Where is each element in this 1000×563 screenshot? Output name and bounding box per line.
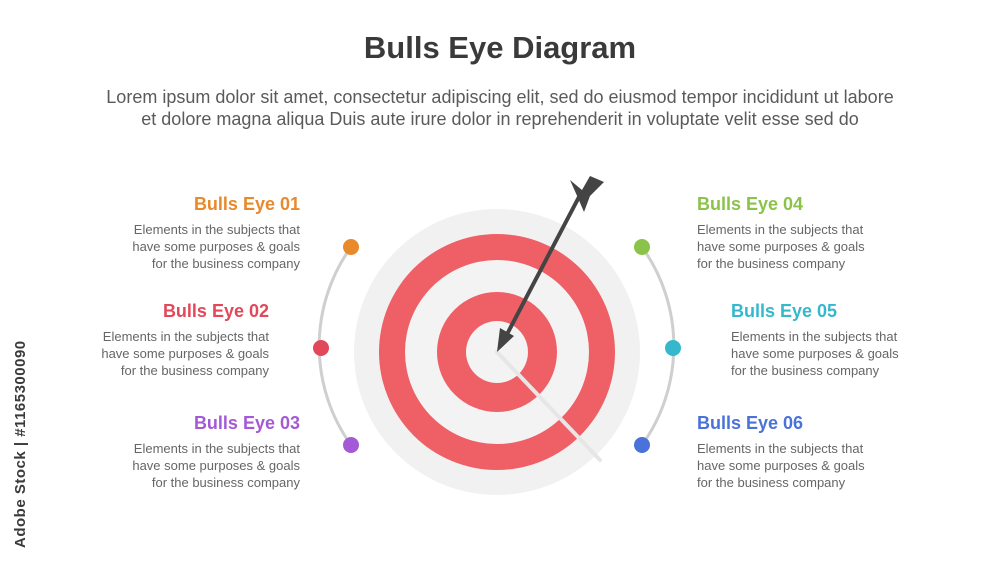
- desc-line: Elements in the subjects that: [133, 441, 300, 456]
- desc-line: for the business company: [151, 256, 300, 271]
- item-description: Elements in the subjects that have some …: [697, 440, 937, 491]
- desc-line: for the business company: [731, 363, 880, 378]
- item-description: Elements in the subjects that have some …: [697, 221, 937, 272]
- arrow-trail: [495, 350, 602, 462]
- arrow-head: [497, 328, 514, 352]
- item-description: Elements in the subjects that have some …: [60, 440, 300, 491]
- desc-line: for the business company: [120, 363, 269, 378]
- desc-line: for the business company: [697, 475, 846, 490]
- item-description: Elements in the subjects that have some …: [731, 328, 971, 379]
- item-heading: Bulls Eye 03: [193, 413, 300, 433]
- item-heading: Bulls Eye 02: [162, 301, 269, 321]
- desc-line: Elements in the subjects that: [697, 222, 864, 237]
- bulls-eye-item-05: Bulls Eye 05 Elements in the subjects th…: [731, 300, 971, 379]
- desc-line: have some purposes & goals: [101, 346, 269, 361]
- marker-dot-01: [343, 239, 359, 255]
- arrow-fletching: [570, 176, 604, 212]
- desc-line: have some purposes & goals: [731, 346, 899, 361]
- subtitle-line-2: et dolore magna aliqua Duis aute irure d…: [141, 109, 859, 129]
- arrow-shaft: [502, 193, 582, 342]
- item-heading: Bulls Eye 04: [697, 194, 804, 214]
- item-heading: Bulls Eye 01: [193, 194, 300, 214]
- desc-line: for the business company: [151, 475, 300, 490]
- desc-line: Elements in the subjects that: [731, 329, 898, 344]
- item-heading: Bulls Eye 05: [731, 301, 838, 321]
- marker-dot-02: [313, 340, 329, 356]
- marker-dot-03: [343, 437, 359, 453]
- marker-dot-05: [665, 340, 681, 356]
- item-description: Elements in the subjects that have some …: [60, 221, 300, 272]
- subtitle-line-1: Lorem ipsum dolor sit amet, consectetur …: [106, 87, 894, 107]
- desc-line: have some purposes & goals: [697, 239, 865, 254]
- desc-line: have some purposes & goals: [132, 458, 300, 473]
- stock-watermark: Adobe Stock | #1165300090: [12, 340, 29, 548]
- desc-line: have some purposes & goals: [697, 458, 865, 473]
- item-description: Elements in the subjects that have some …: [29, 328, 269, 379]
- bulls-eye-item-06: Bulls Eye 06 Elements in the subjects th…: [697, 412, 937, 491]
- desc-line: Elements in the subjects that: [133, 222, 300, 237]
- bulls-eye-item-01: Bulls Eye 01 Elements in the subjects th…: [60, 193, 300, 272]
- marker-dot-04: [634, 239, 650, 255]
- page-title: Bulls Eye Diagram: [363, 30, 637, 65]
- desc-line: Elements in the subjects that: [697, 441, 864, 456]
- page-subtitle: Lorem ipsum dolor sit amet, consectetur …: [40, 86, 960, 130]
- bulls-eye-item-04: Bulls Eye 04 Elements in the subjects th…: [697, 193, 937, 272]
- bulls-eye-item-03: Bulls Eye 03 Elements in the subjects th…: [60, 412, 300, 491]
- marker-dot-06: [634, 437, 650, 453]
- desc-line: have some purposes & goals: [132, 239, 300, 254]
- bulls-eye-item-02: Bulls Eye 02 Elements in the subjects th…: [29, 300, 269, 379]
- desc-line: for the business company: [697, 256, 846, 271]
- item-heading: Bulls Eye 06: [697, 413, 804, 433]
- desc-line: Elements in the subjects that: [102, 329, 269, 344]
